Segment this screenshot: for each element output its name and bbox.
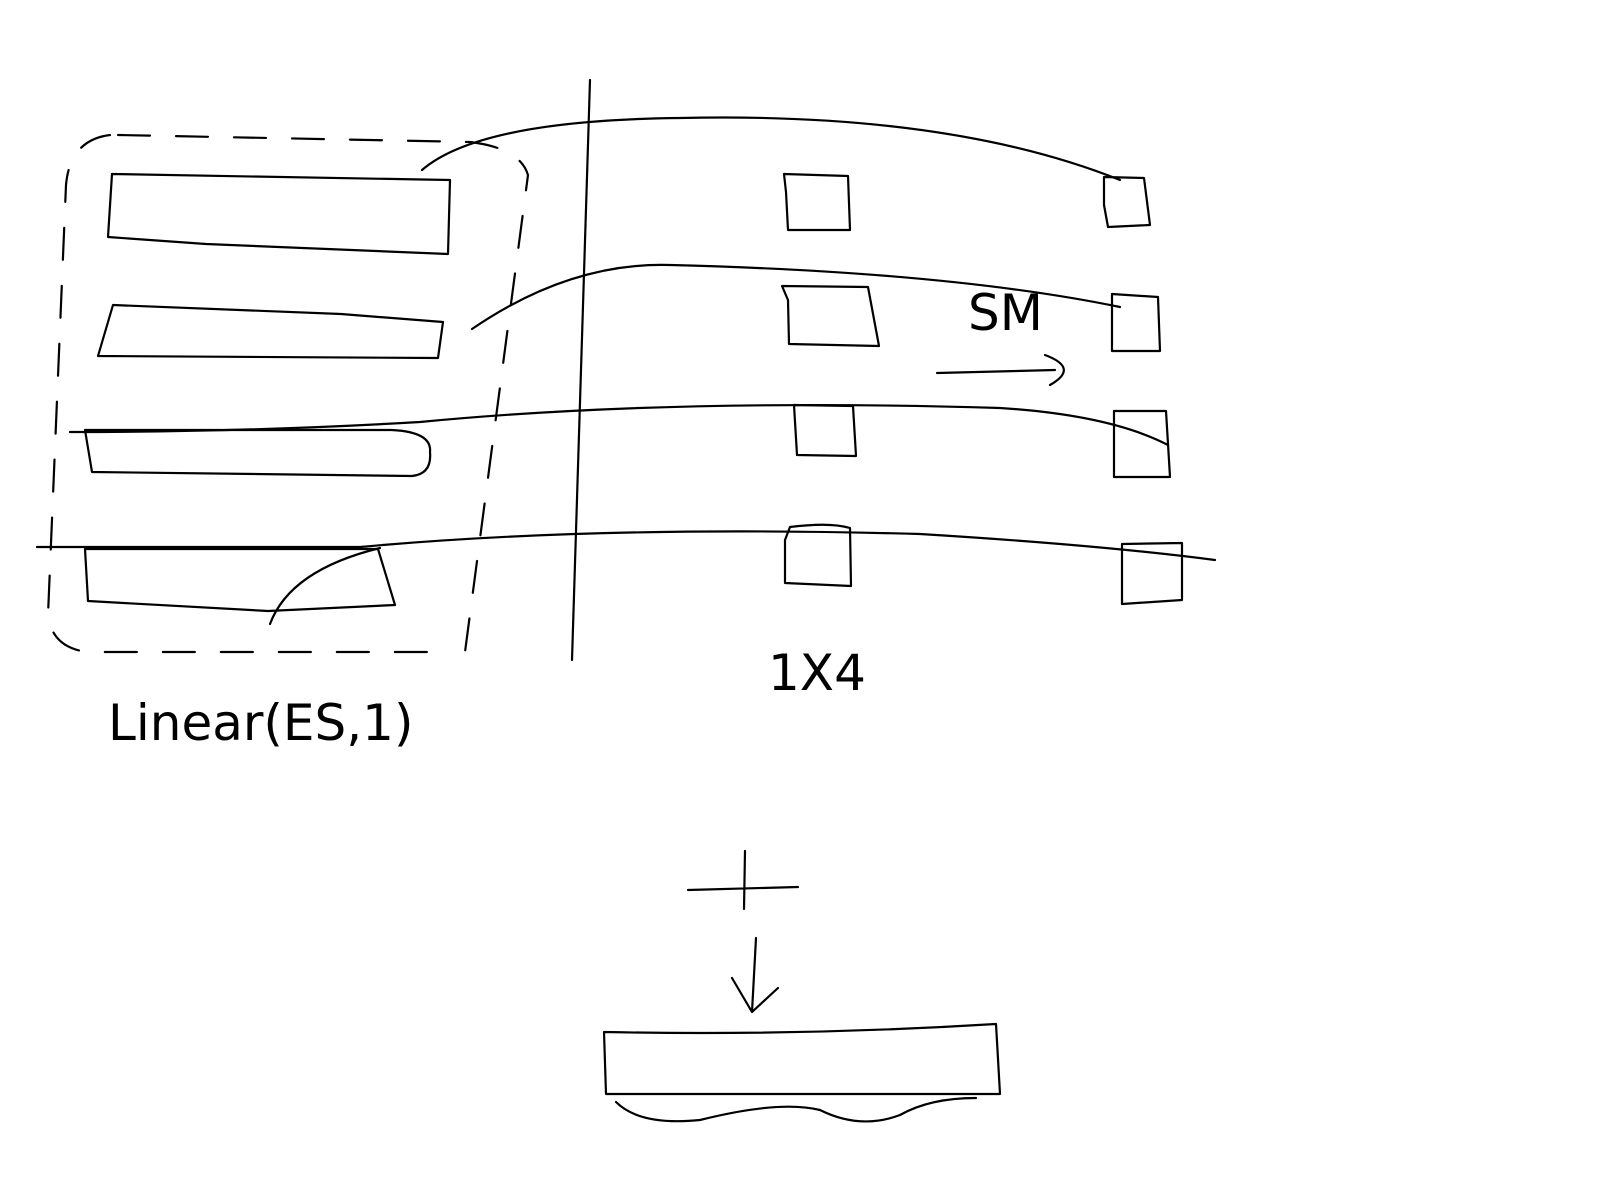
connector-curve-2 (470, 263, 1122, 331)
embedding-row-4 (83, 547, 397, 613)
down-arrow-icon (730, 936, 780, 1014)
softmax-box-3 (1112, 409, 1172, 479)
plus-icon (686, 849, 800, 911)
output-brace (614, 1096, 978, 1123)
output-box (602, 1022, 1002, 1096)
separator-line (570, 78, 592, 662)
embedding-row-3 (83, 428, 432, 478)
score-box-4 (783, 523, 853, 588)
connector-curve-3 (68, 403, 1170, 447)
connector-curve-4 (35, 530, 1217, 562)
embedding-row-2 (96, 303, 445, 360)
score-box-1 (782, 172, 852, 232)
softmax-box-4 (1120, 541, 1184, 606)
embedding-group-outline (46, 133, 530, 654)
softmax-arrow (935, 353, 1065, 387)
score-box-3 (792, 403, 858, 458)
score-box-2 (780, 284, 881, 348)
softmax-box-2 (1110, 292, 1162, 353)
connector-curve-1 (420, 116, 1122, 182)
connector-curve-4b (268, 546, 382, 626)
embedding-row-1 (106, 172, 452, 256)
softmax-label: SM (968, 284, 1043, 342)
shape-label: 1X4 (768, 644, 866, 702)
linear-label: Linear(ES,1) (108, 694, 413, 752)
softmax-box-1 (1102, 175, 1152, 229)
